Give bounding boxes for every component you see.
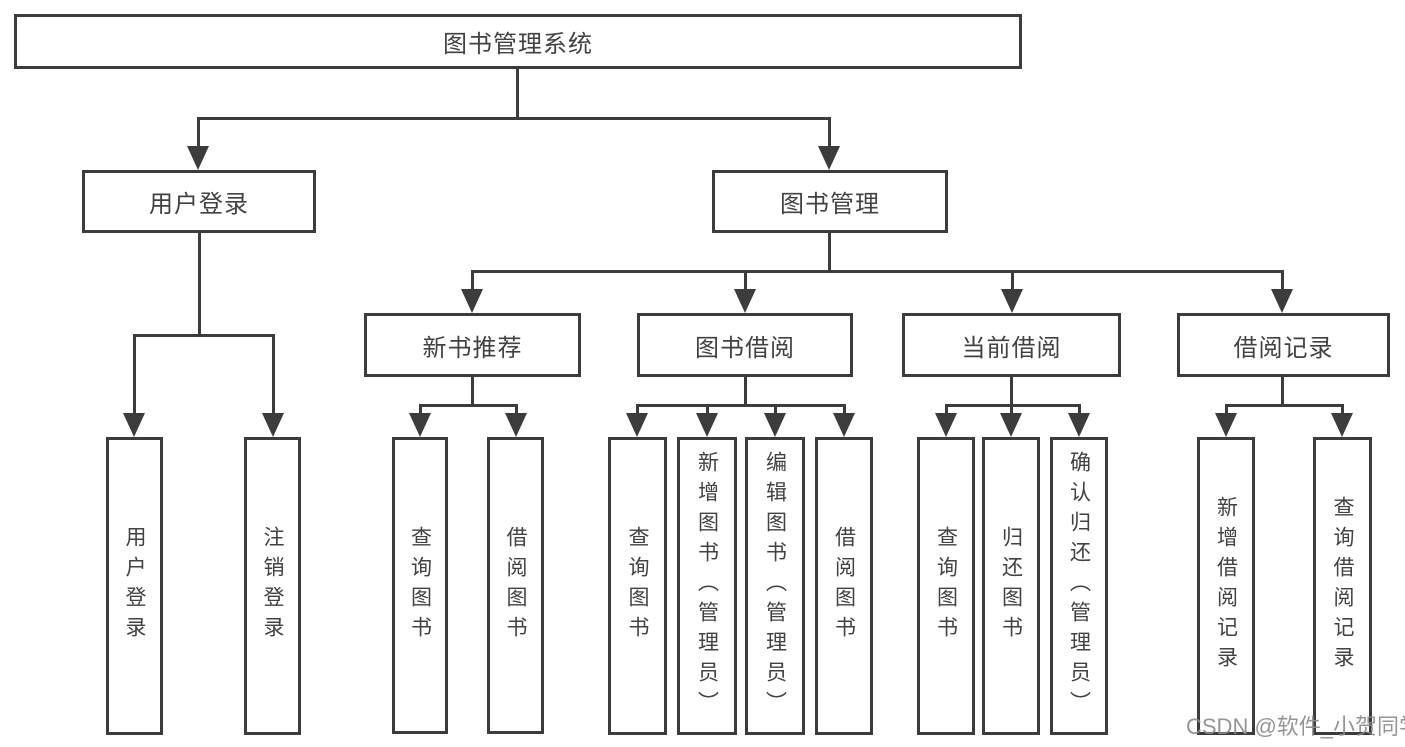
connector-line [843, 404, 846, 416]
connector-line [272, 334, 275, 416]
arrow-down-icon [833, 413, 855, 437]
arrow-down-icon [409, 413, 431, 437]
node-label: 查询借阅记录 [1331, 496, 1354, 676]
connector-line [1010, 377, 1013, 407]
leaf-query-books-borrowing: 查询图书 [608, 437, 667, 735]
connector-line [636, 404, 846, 407]
connector-line [744, 270, 747, 292]
node-book-management: 图书管理 [712, 170, 948, 233]
node-book-borrowing: 图书借阅 [637, 313, 853, 377]
arrow-down-icon [1215, 413, 1237, 437]
node-new-book-recommend: 新书推荐 [364, 313, 581, 377]
csdn-watermark: CSDN @软件_小贺同学 [1186, 714, 1405, 739]
connector-line [516, 69, 519, 119]
connector-line [1341, 404, 1344, 416]
node-current-borrowing: 当前借阅 [902, 313, 1121, 377]
leaf-query-borrow-record: 查询借阅记录 [1313, 437, 1372, 735]
node-label: 注销登录 [261, 526, 284, 646]
connector-line [1281, 377, 1284, 407]
arrow-down-icon [626, 413, 648, 437]
arrow-down-icon [935, 413, 957, 437]
node-borrow-records: 借阅记录 [1177, 313, 1390, 377]
leaf-confirm-return-admin: 确认归还（管理员） [1050, 437, 1108, 735]
leaf-add-books-admin: 新增图书（管理员） [677, 437, 737, 735]
leaf-borrow-books-recommend: 借阅图书 [487, 437, 544, 734]
node-label: 查询图书 [408, 525, 432, 646]
connector-line [945, 404, 1081, 407]
connector-line [945, 404, 948, 416]
leaf-query-books-current: 查询图书 [917, 437, 975, 735]
node-label: 归还图书 [999, 526, 1023, 646]
node-label: 新增借阅记录 [1214, 496, 1238, 676]
arrow-down-icon [461, 289, 483, 313]
connector-line [636, 404, 639, 416]
arrow-down-icon [1068, 413, 1090, 437]
leaf-return-books: 归还图书 [982, 437, 1040, 735]
connector-line [774, 404, 777, 416]
connector-line [1010, 404, 1013, 416]
connector-line [419, 404, 422, 416]
node-label: 借阅图书 [504, 525, 527, 646]
connector-line [198, 233, 201, 337]
node-label: 用户登录 [123, 526, 146, 646]
connector-line [828, 117, 831, 149]
node-label: 编辑图书（管理员） [763, 451, 787, 721]
connector-line [419, 404, 518, 407]
connector-line [197, 117, 831, 120]
node-label: 新书推荐 [422, 334, 523, 362]
connector-line [1225, 404, 1228, 416]
connector-line [197, 117, 200, 149]
node-label: 图书管理 [780, 191, 880, 218]
connector-line [828, 233, 831, 273]
connector-line [1281, 270, 1284, 292]
node-label: 图书借阅 [695, 334, 795, 362]
leaf-edit-books-admin: 编辑图书（管理员） [745, 437, 805, 735]
connector-line [1078, 404, 1081, 416]
arrow-down-icon [123, 413, 145, 437]
arrow-down-icon [734, 289, 756, 313]
leaf-user-login: 用户登录 [106, 437, 163, 735]
arrow-down-icon [696, 413, 718, 437]
connector-line [471, 270, 474, 292]
arrow-down-icon [764, 413, 786, 437]
arrow-down-icon [1001, 289, 1023, 313]
arrow-down-icon [505, 413, 527, 437]
node-label: 借阅记录 [1233, 334, 1334, 362]
leaf-add-borrow-record: 新增借阅记录 [1197, 437, 1255, 735]
node-user-login: 用户登录 [82, 170, 316, 233]
connector-line [133, 334, 136, 416]
connector-line [515, 404, 518, 416]
node-label: 借阅图书 [832, 526, 856, 646]
node-label: 查询图书 [626, 526, 649, 646]
node-label: 图书管理系统 [443, 31, 593, 58]
connector-line [471, 270, 1284, 273]
node-label: 用户登录 [149, 191, 249, 218]
node-label: 新增图书（管理员） [695, 451, 719, 721]
connector-line [133, 334, 275, 337]
leaf-logout: 注销登录 [244, 437, 301, 735]
leaf-borrow-books: 借阅图书 [815, 437, 873, 735]
arrow-down-icon [818, 146, 840, 170]
connector-line [706, 404, 709, 416]
node-label: 确认归还（管理员） [1067, 451, 1091, 721]
node-label: 查询图书 [934, 526, 958, 646]
node-label: 当前借阅 [961, 334, 1062, 362]
arrow-down-icon [187, 146, 209, 170]
arrow-down-icon [1331, 413, 1353, 437]
connector-line [1225, 404, 1344, 407]
connector-line [744, 377, 747, 407]
connector-line [1011, 270, 1014, 292]
connector-line [471, 377, 474, 407]
node-root-library-system: 图书管理系统 [14, 14, 1022, 69]
arrow-down-icon [262, 413, 284, 437]
arrow-down-icon [1000, 413, 1022, 437]
leaf-query-books-recommend: 查询图书 [392, 437, 448, 734]
arrow-down-icon [1271, 289, 1293, 313]
